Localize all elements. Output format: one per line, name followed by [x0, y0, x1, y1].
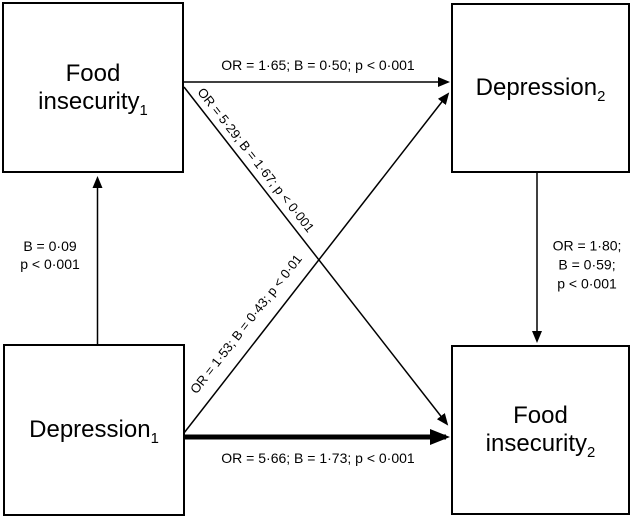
box-label-food-insecurity-2: Food insecurity2 [485, 402, 596, 461]
label-dep1-to-fi1: B = 0·09 p < 0·001 [20, 237, 80, 273]
label-dep1-to-fi1-line2: p < 0·001 [20, 256, 80, 272]
label-dep2-to-fi2-line1: OR = 1·80; [552, 237, 622, 254]
arrow-dep1-to-dep2 [183, 92, 450, 434]
label-dep2-to-fi2-line3: p < 0·001 [557, 275, 617, 292]
box-food-insecurity-1: Food insecurity1 [2, 2, 184, 173]
subscript-2: 2 [587, 444, 596, 461]
label-dep2-to-fi2-line2: B = 0·59; [558, 256, 616, 273]
label-dep1-to-fi2: OR = 5·66; B = 1·73; p < 0·001 [221, 450, 415, 466]
box-label-depression-1: Depression1 [29, 416, 159, 447]
box-label-depression-2: Depression2 [475, 74, 606, 105]
arrow-fi1-to-fi2 [183, 86, 449, 426]
label-fi1-to-dep2: OR = 1·65; B = 0·50; p < 0·001 [221, 57, 415, 73]
label-dep2-to-fi2: OR = 1·80; B = 0·59; p < 0·001 [553, 237, 622, 294]
box-depression-1: Depression1 [3, 344, 185, 516]
box-depression-2: Depression2 [451, 3, 630, 173]
label-dep1-to-fi1-line1: B = 0·09 [23, 238, 77, 254]
box-label-food-insecurity-1: Food insecurity1 [38, 59, 148, 119]
box-food-insecurity-2: Food insecurity2 [451, 345, 630, 515]
subscript-1: 1 [150, 430, 159, 447]
subscript-2: 2 [597, 88, 606, 105]
subscript-1: 1 [139, 102, 148, 119]
